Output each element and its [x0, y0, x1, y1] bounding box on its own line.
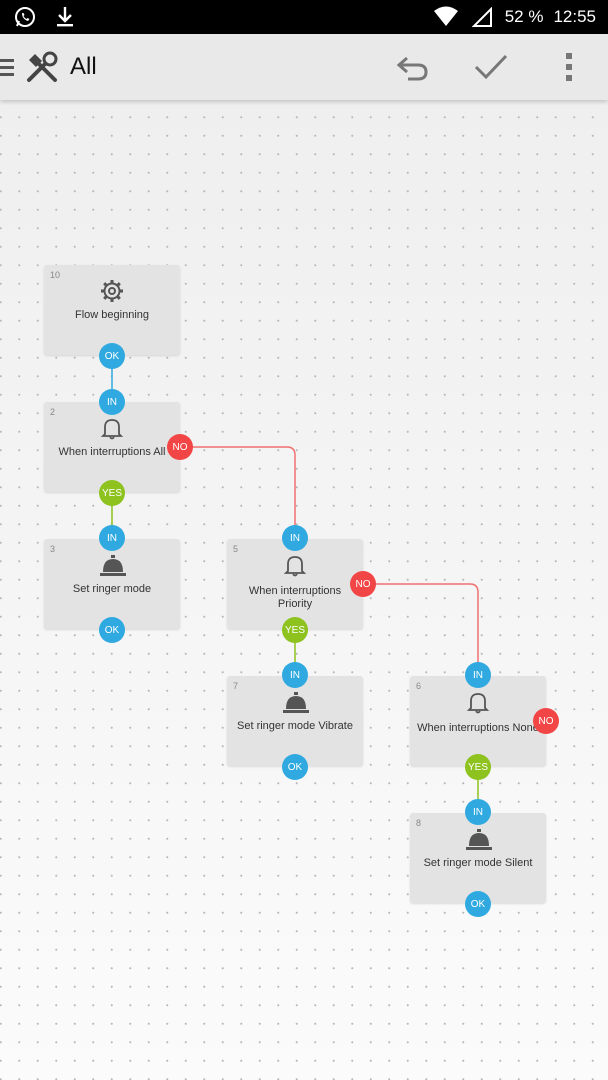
- node-label: Flow beginning: [75, 309, 149, 321]
- node-label: When interruptions None: [417, 722, 539, 734]
- gear-icon: [100, 279, 124, 303]
- tools-icon: [22, 47, 62, 87]
- port-no[interactable]: NO: [167, 434, 193, 460]
- port-in[interactable]: IN: [99, 525, 125, 551]
- bell-icon: [100, 416, 124, 440]
- node-label: Set ringer mode Vibrate: [237, 720, 353, 732]
- node-label: Set ringer mode: [72, 583, 152, 595]
- node-number: 8: [416, 818, 422, 828]
- port-in[interactable]: IN: [282, 662, 308, 688]
- port-yes[interactable]: YES: [465, 754, 491, 780]
- port-ok[interactable]: OK: [465, 891, 491, 917]
- node-when-interruptions-none[interactable]: 6 When interruptions None: [410, 676, 546, 766]
- node-set-ringer-mode-silent[interactable]: 8 Set ringer mode Silent: [410, 813, 546, 903]
- node-number: 3: [50, 544, 56, 554]
- node-label: When interruptions All: [58, 446, 166, 458]
- port-in[interactable]: IN: [465, 662, 491, 688]
- port-no[interactable]: NO: [533, 708, 559, 734]
- port-no[interactable]: NO: [350, 571, 376, 597]
- clock: 12:55: [553, 7, 596, 26]
- port-yes[interactable]: YES: [99, 480, 125, 506]
- node-when-interruptions-all[interactable]: 2 When interruptions All: [44, 402, 180, 492]
- port-in[interactable]: IN: [282, 525, 308, 551]
- undo-button[interactable]: [393, 47, 433, 87]
- battery-level: 52 %: [504, 7, 544, 26]
- menu-icon[interactable]: [0, 34, 18, 100]
- node-when-interruptions-priority[interactable]: 5 When interruptions Priority: [227, 539, 363, 629]
- node-number: 2: [50, 407, 56, 417]
- bell-icon: [466, 690, 490, 714]
- app-bar: All: [0, 34, 608, 100]
- node-set-ringer-mode[interactable]: 3 Set ringer mode: [44, 539, 180, 629]
- page-title: All: [70, 53, 97, 80]
- service-bell-icon: [283, 690, 309, 714]
- overflow-menu-icon[interactable]: [549, 47, 589, 87]
- node-label: When interruptions Priority: [248, 585, 342, 610]
- status-bar: 52 % 12:55: [0, 0, 608, 34]
- port-ok[interactable]: OK: [99, 617, 125, 643]
- confirm-button[interactable]: [471, 47, 511, 87]
- port-ok[interactable]: OK: [99, 343, 125, 369]
- download-icon: [52, 4, 78, 30]
- service-bell-icon: [100, 553, 126, 577]
- port-ok[interactable]: OK: [282, 754, 308, 780]
- port-in[interactable]: IN: [99, 389, 125, 415]
- node-flow-beginning[interactable]: 10 Flow beginning: [44, 265, 180, 355]
- node-number: 10: [50, 270, 61, 280]
- node-number: 5: [233, 544, 239, 554]
- cellular-signal-icon: [469, 4, 495, 30]
- node-set-ringer-mode-vibrate[interactable]: 7 Set ringer mode Vibrate: [227, 676, 363, 766]
- port-in[interactable]: IN: [465, 799, 491, 825]
- service-bell-icon: [466, 827, 492, 851]
- port-yes[interactable]: YES: [282, 617, 308, 643]
- bell-icon: [283, 553, 307, 577]
- whatsapp-icon: [12, 4, 38, 30]
- flow-canvas[interactable]: [0, 100, 608, 1080]
- node-label: Set ringer mode Silent: [423, 857, 533, 869]
- node-number: 7: [233, 681, 239, 691]
- node-number: 6: [416, 681, 422, 691]
- wifi-icon: [433, 4, 459, 30]
